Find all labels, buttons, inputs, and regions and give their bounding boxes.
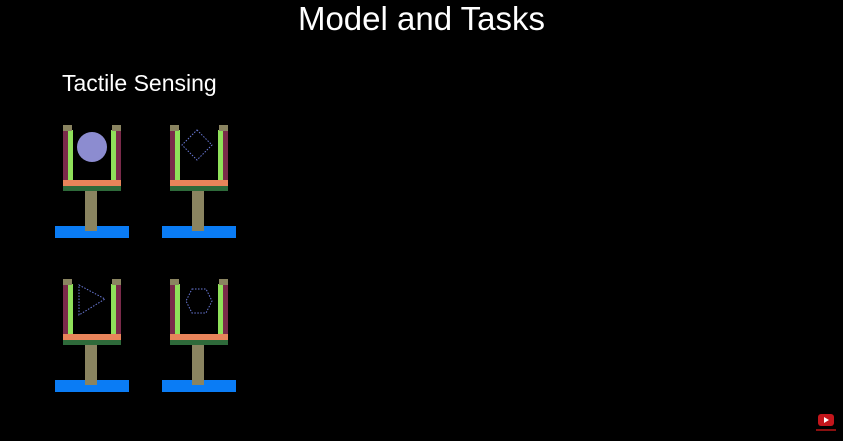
circle-object <box>77 132 107 162</box>
section-heading: Tactile Sensing <box>62 70 217 96</box>
gripper-triangle-object <box>55 279 129 392</box>
youtube-subscribe-icon[interactable] <box>815 412 837 434</box>
slide-title: Model and Tasks <box>297 0 546 37</box>
gripper-diamond-object <box>162 125 236 238</box>
hexagon-object <box>185 288 213 314</box>
diamond-object <box>181 129 213 161</box>
triangle-object <box>78 284 107 316</box>
gripper-circle-object <box>55 125 129 238</box>
gripper-hexagon-object <box>162 279 236 392</box>
